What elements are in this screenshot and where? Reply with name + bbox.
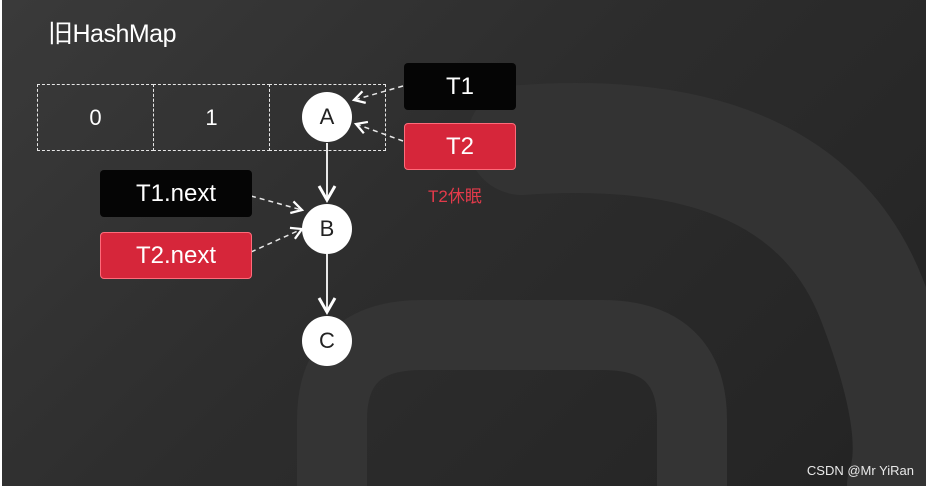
t2-sleep-note: T2休眠 [428,187,482,206]
watermark: CSDN @Mr YiRan [806,463,914,478]
node-b: B [302,204,352,254]
t1-next-label: T1.next [100,170,252,217]
node-c: C [302,316,352,366]
node-a: A [302,92,352,142]
pointer-t1next-to-b [250,195,305,215]
thread-t2-label: T2 [404,123,516,170]
pointer-t2-to-a [353,120,404,142]
pointer-t1-to-a [351,85,404,104]
page-title: 旧HashMap [48,20,177,48]
t2-next-label: T2.next [100,232,252,279]
thread-t1-label: T1 [404,63,516,110]
pointer-t2next-to-b [250,226,305,253]
